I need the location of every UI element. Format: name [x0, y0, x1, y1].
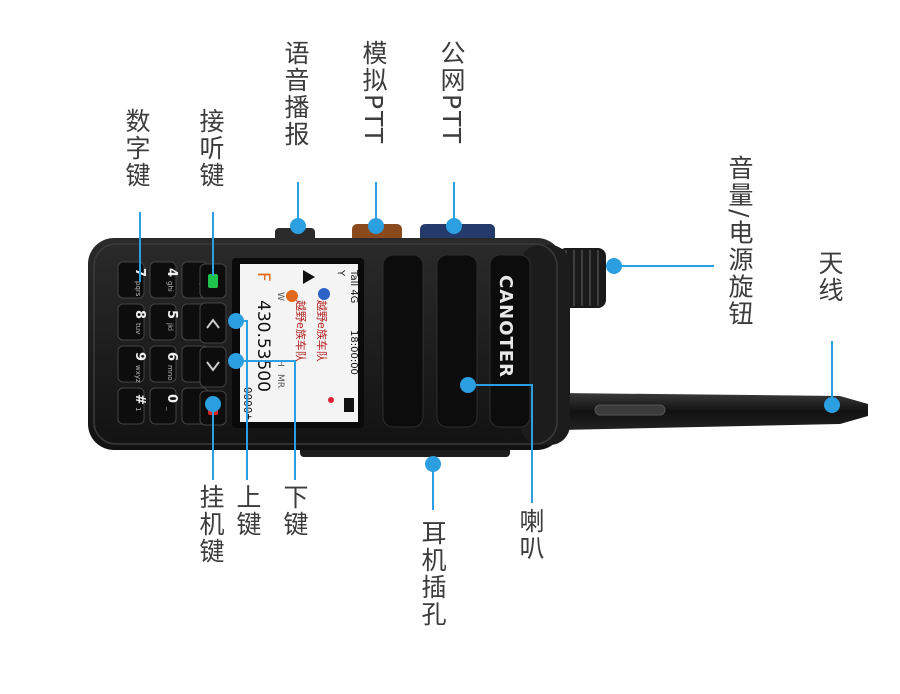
screen-group-line-2: 越野e族车队	[294, 300, 308, 362]
keypad-key-sublabel: _	[166, 406, 174, 411]
keypad-key-label: 4	[164, 268, 179, 277]
keypad-key-label: 6	[164, 352, 179, 361]
up-arrow-icon	[206, 318, 220, 329]
screen-freq-suffix: +0000	[242, 387, 255, 420]
label-voice-broadcast: 语音播报	[281, 40, 310, 148]
label-answer-key: 接听键	[196, 108, 225, 189]
keypad-key[interactable]: 9 wxyz	[117, 345, 147, 383]
up-key	[199, 302, 227, 344]
screen-indicator-h: H	[275, 360, 285, 367]
label-earphone-jack: 耳机插孔	[418, 520, 447, 628]
dot-speaker	[460, 377, 476, 393]
keypad-key-sublabel: jkl	[166, 322, 174, 331]
device-screen: +0000	[232, 258, 364, 428]
screen-indicator-w: W	[275, 292, 285, 301]
group-icon	[318, 288, 330, 300]
dot-analog-ptt	[368, 218, 384, 234]
screen-status-time: 18:00:00	[348, 330, 359, 375]
callout-dots	[205, 218, 840, 472]
down-key	[199, 346, 227, 388]
label-down-key: 下键	[280, 484, 309, 538]
keypad-key-sublabel: wxyz	[134, 365, 142, 383]
answer-key-indicator	[208, 274, 218, 288]
screen-group-line-1: 越野e族车队	[315, 300, 329, 362]
screen-frequency: 430.53500	[253, 300, 273, 392]
screen-indicator-y: Y	[335, 269, 346, 277]
brand-logo: CANOTER	[495, 275, 516, 378]
keypad-key-sublabel: pqrs	[134, 281, 142, 297]
keypad-key-sublabel: tuv	[134, 323, 142, 334]
keypad-key-label: 5	[164, 310, 179, 319]
label-digit-keys: 数字键	[122, 108, 151, 189]
screen-indicator-mr: MR	[275, 374, 285, 388]
keypad-key[interactable]: 8 tuv	[117, 303, 147, 341]
label-network-ptt: 公网PTT	[437, 40, 466, 146]
play-icon	[303, 270, 315, 284]
antenna	[560, 393, 868, 430]
dot-antenna	[824, 397, 840, 413]
keypad-key-label: 0	[164, 394, 179, 403]
dot-down	[228, 353, 244, 369]
dot-earphone	[425, 456, 441, 472]
battery-icon	[344, 398, 354, 412]
signal-dot-icon	[328, 397, 334, 403]
user-icon	[286, 290, 298, 302]
label-up-key: 上键	[233, 484, 262, 538]
keypad-key-label: 9	[132, 352, 147, 361]
keypad-key[interactable]: 0_	[149, 387, 179, 425]
dot-knob	[606, 258, 622, 274]
label-hangup-key: 挂机键	[196, 484, 225, 565]
label-speaker: 喇叭	[516, 508, 545, 562]
dot-voice	[290, 218, 306, 234]
keypad-key-label: #	[132, 394, 147, 405]
screen-mode-letter: F	[253, 272, 273, 282]
dot-up	[228, 313, 244, 329]
keypad-key[interactable]: 6 mno	[149, 345, 179, 383]
keypad-key[interactable]: #1	[117, 387, 147, 425]
keypad-key-sublabel: 1	[134, 407, 142, 411]
label-analog-ptt: 模拟PTT	[359, 40, 388, 146]
keypad-key-sublabel: mno	[166, 365, 174, 381]
keypad-key[interactable]: 4 ghi	[149, 261, 179, 299]
dot-hangup	[205, 396, 221, 412]
dot-network-ptt	[446, 218, 462, 234]
screen-text: Tall 4G 18:00:00 越野e族车队 越野e族车队 F 430.535…	[253, 269, 359, 412]
down-arrow-icon	[206, 361, 220, 372]
label-antenna: 天线	[815, 250, 844, 304]
callout-line-speaker	[468, 384, 533, 503]
callout-line-down	[236, 360, 296, 480]
screen-status-left: Tall 4G	[348, 269, 359, 303]
keypad-key-sublabel: ghi	[166, 281, 174, 292]
keypad-key[interactable]: 5 jkl	[149, 303, 179, 341]
label-volume-power-knob: 音量/电源旋钮	[725, 155, 754, 328]
keypad-key-label: 8	[132, 310, 147, 319]
keypad: 7pqrs4ghi1.,?8tuv5jkl2abc9wxyz6mno3def#1…	[117, 261, 211, 425]
